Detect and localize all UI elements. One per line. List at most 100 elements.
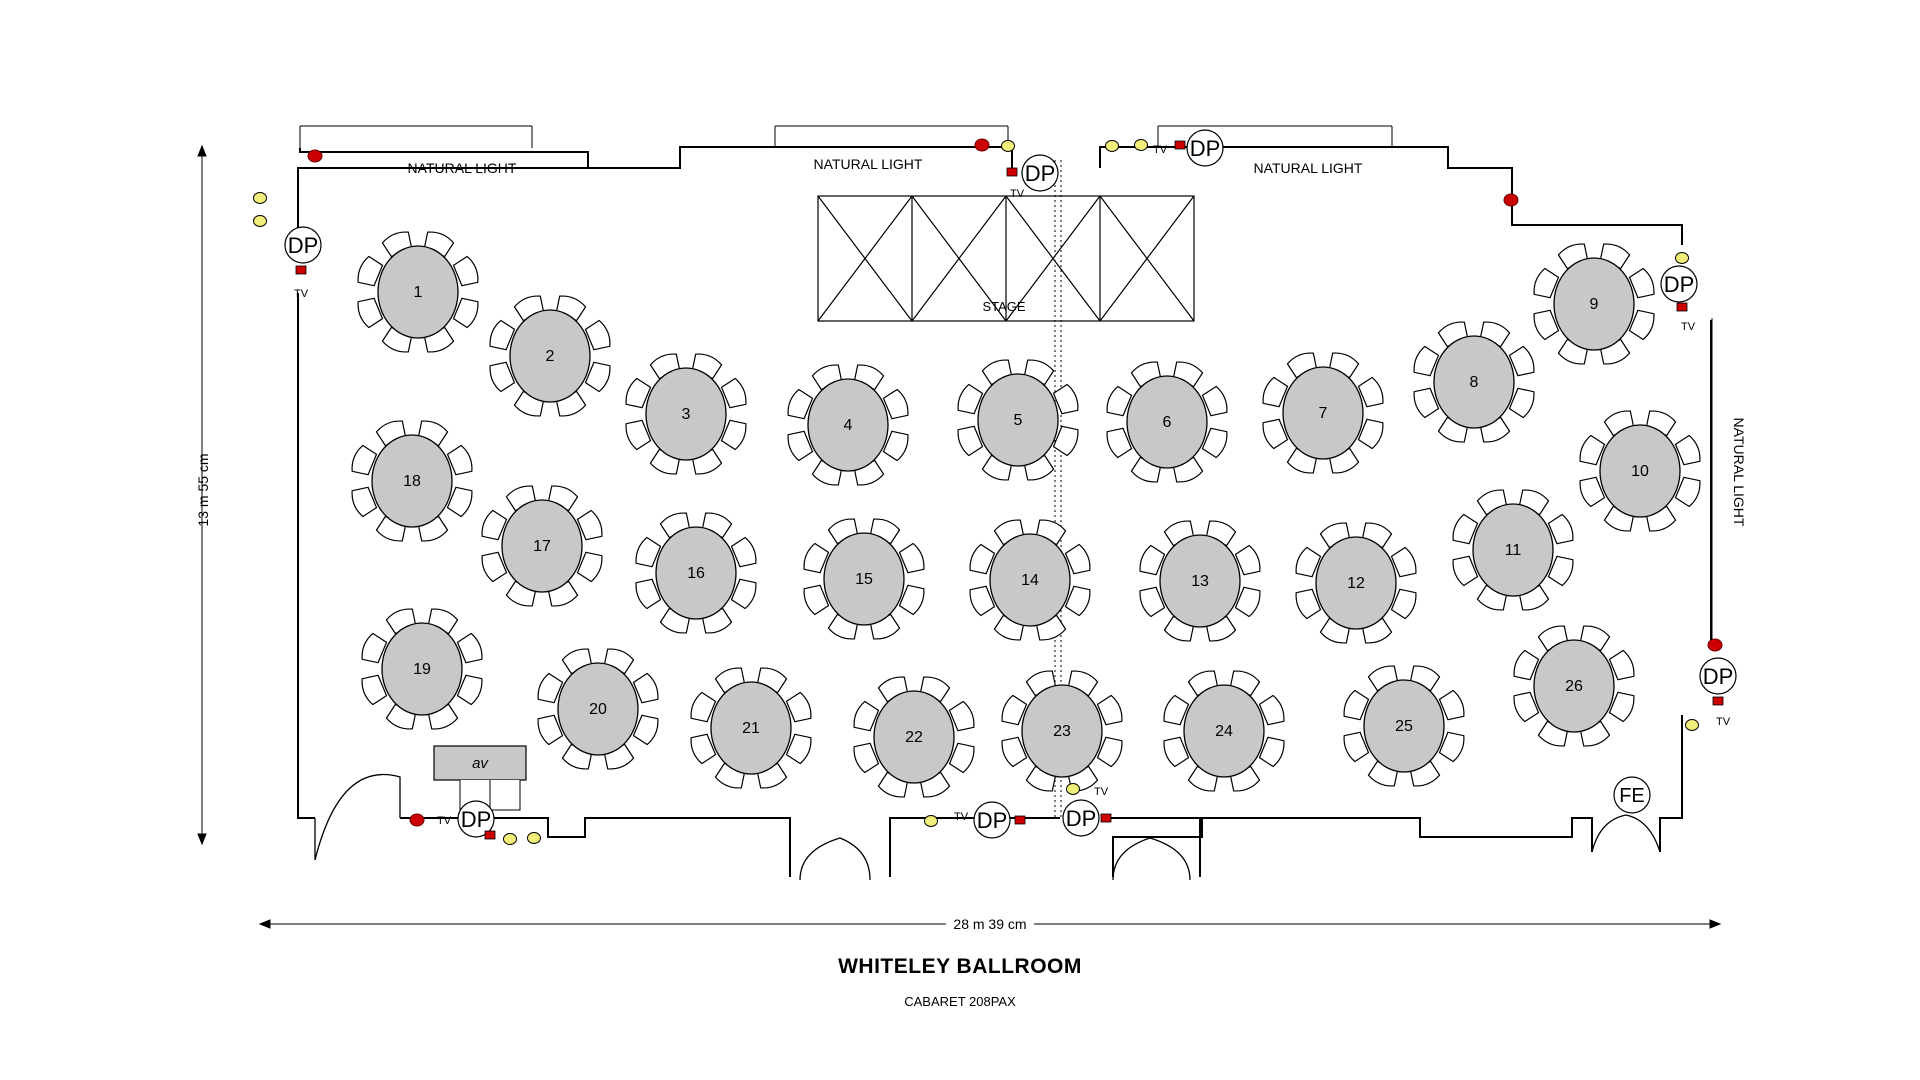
table-number: 22: [905, 729, 923, 746]
table-top: [645, 367, 727, 461]
round-table: 26: [1510, 622, 1638, 750]
table-number: 4: [844, 417, 853, 434]
table-number: 7: [1319, 405, 1328, 422]
table-top: [710, 681, 792, 775]
svg-text:DP: DP: [1025, 161, 1056, 186]
room-walls: [297, 146, 1712, 877]
table-top: [873, 690, 955, 784]
svg-text:DP: DP: [461, 807, 492, 832]
tv-label: TV: [294, 288, 309, 300]
yellow-marker: [1685, 719, 1699, 731]
yellow-marker: [503, 833, 517, 845]
svg-text:DP: DP: [1703, 664, 1734, 689]
table-top: [557, 662, 639, 756]
round-table: 4: [784, 361, 912, 489]
table-top: [1282, 366, 1364, 460]
table-number: 10: [1631, 463, 1649, 480]
socket-marker: [484, 830, 496, 840]
av-label: av: [472, 755, 489, 772]
table-top: [377, 245, 459, 339]
tv-label: TV: [1681, 321, 1696, 333]
socket-marker: [295, 265, 307, 275]
round-table: 17: [478, 482, 606, 610]
tv-label: TV: [1153, 144, 1168, 156]
table-number: 14: [1021, 572, 1039, 589]
round-table: 18: [348, 417, 476, 545]
table-number: 11: [1505, 542, 1522, 559]
yellow-marker: [1001, 140, 1015, 152]
round-table: 7: [1259, 349, 1387, 477]
window-lines: [299, 125, 1713, 640]
round-table: 20: [534, 645, 662, 773]
round-table: 11: [1449, 486, 1577, 614]
table-number: 15: [855, 571, 873, 588]
dp-marker: DP: [973, 801, 1011, 839]
table-top: [1553, 257, 1635, 351]
natural-light-label-2: NATURAL LIGHT: [814, 156, 923, 172]
socket-marker: [1014, 815, 1026, 825]
table-number: 19: [413, 661, 431, 678]
table-number: 18: [403, 473, 421, 490]
round-table: 23: [998, 667, 1126, 795]
yellow-marker: [1105, 140, 1119, 152]
dp-marker: DP: [1062, 799, 1100, 837]
table-top: [381, 622, 463, 716]
svg-text:DP: DP: [977, 808, 1008, 833]
socket-marker: [1174, 140, 1186, 150]
table-number: 17: [533, 538, 551, 555]
table-top: [1126, 375, 1208, 469]
table-number: 8: [1470, 374, 1479, 391]
table-top: [371, 434, 453, 528]
table-top: [509, 309, 591, 403]
round-table: 25: [1340, 662, 1468, 790]
table-number: 26: [1565, 678, 1583, 695]
svg-text:DP: DP: [288, 233, 319, 258]
table-top: [1159, 534, 1241, 628]
table-number: 1: [414, 284, 423, 301]
red-outlet-marker: [1707, 638, 1723, 652]
round-table: 3: [622, 350, 750, 478]
table-number: 9: [1590, 296, 1599, 313]
door-swings: [314, 773, 1661, 881]
dp-marker: DP: [1186, 129, 1224, 167]
tv-label: TV: [954, 811, 969, 823]
red-outlet-marker: [1503, 193, 1519, 207]
tv-label: TV: [1094, 786, 1109, 798]
table-number: 2: [546, 348, 555, 365]
width-dimension: 28 m 39 cm: [953, 916, 1026, 932]
svg-text:DP: DP: [1066, 806, 1097, 831]
table-number: 25: [1395, 718, 1413, 735]
dp-marker: DP: [457, 800, 495, 838]
round-table: 1: [354, 228, 482, 356]
dp-marker: DP: [1021, 154, 1059, 192]
yellow-marker: [527, 832, 541, 844]
round-table: 5: [954, 356, 1082, 484]
tv-label: TV: [1010, 188, 1025, 200]
table-top: [1472, 503, 1554, 597]
svg-text:DP: DP: [1190, 136, 1221, 161]
table-number: 20: [589, 701, 607, 718]
socket-marker: [1006, 167, 1018, 177]
round-table: 13: [1136, 517, 1264, 645]
round-table: 10: [1576, 407, 1704, 535]
table-top: [1315, 536, 1397, 630]
plan-title: WHITELEY BALLROOM: [838, 955, 1082, 978]
round-table: 8: [1410, 318, 1538, 446]
yellow-marker: [1066, 783, 1080, 795]
socket-marker: [1676, 302, 1688, 312]
yellow-marker: [253, 215, 267, 227]
dp-marker: DP: [1660, 265, 1698, 303]
table-top: [1021, 684, 1103, 778]
socket-marker: [1100, 813, 1112, 823]
yellow-marker: [1134, 139, 1148, 151]
stage-label: STAGE: [982, 299, 1025, 314]
table-top: [807, 378, 889, 472]
round-table: 19: [358, 605, 486, 733]
svg-text:DP: DP: [1664, 272, 1695, 297]
table-number: 13: [1191, 573, 1209, 590]
table-top: [1183, 684, 1265, 778]
table-top: [823, 532, 905, 626]
table-top: [1433, 335, 1515, 429]
